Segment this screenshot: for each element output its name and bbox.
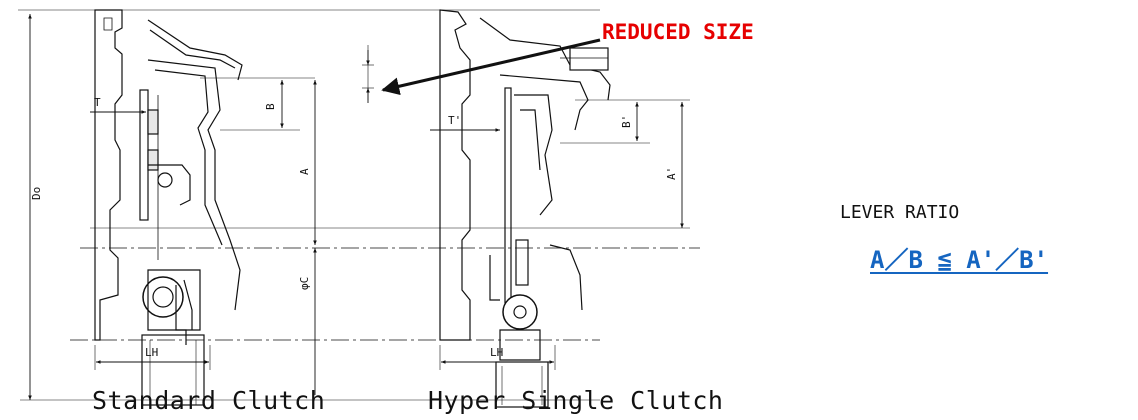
dim-label-b-prime: B'	[620, 115, 633, 128]
dimension-lines	[18, 9, 700, 401]
dim-label-lh-hyper: LH	[490, 346, 503, 359]
dim-label-a-prime: A'	[665, 167, 678, 180]
dim-label-t: T	[94, 96, 101, 109]
lever-ratio-formula: A／B ≦ A'／B'	[870, 246, 1049, 274]
caption-standard-clutch: Standard Clutch	[92, 386, 326, 415]
dim-label-t-prime: T'	[448, 114, 461, 127]
caption-hyper-clutch: Hyper Single Clutch	[428, 386, 724, 415]
dim-label-do: Do	[30, 187, 43, 200]
dim-label-lh-standard: LH	[145, 346, 158, 359]
reduced-size-callout: REDUCED SIZE	[602, 20, 754, 44]
standard-clutch-section	[94, 9, 243, 406]
dim-label-phi-c: φC	[298, 277, 311, 290]
lever-ratio-title: LEVER RATIO	[840, 202, 960, 223]
hyper-clutch-section	[439, 9, 611, 408]
dim-label-b: B	[264, 103, 277, 110]
dim-label-a: A	[298, 168, 311, 175]
reduced-size-arrow	[381, 38, 601, 96]
